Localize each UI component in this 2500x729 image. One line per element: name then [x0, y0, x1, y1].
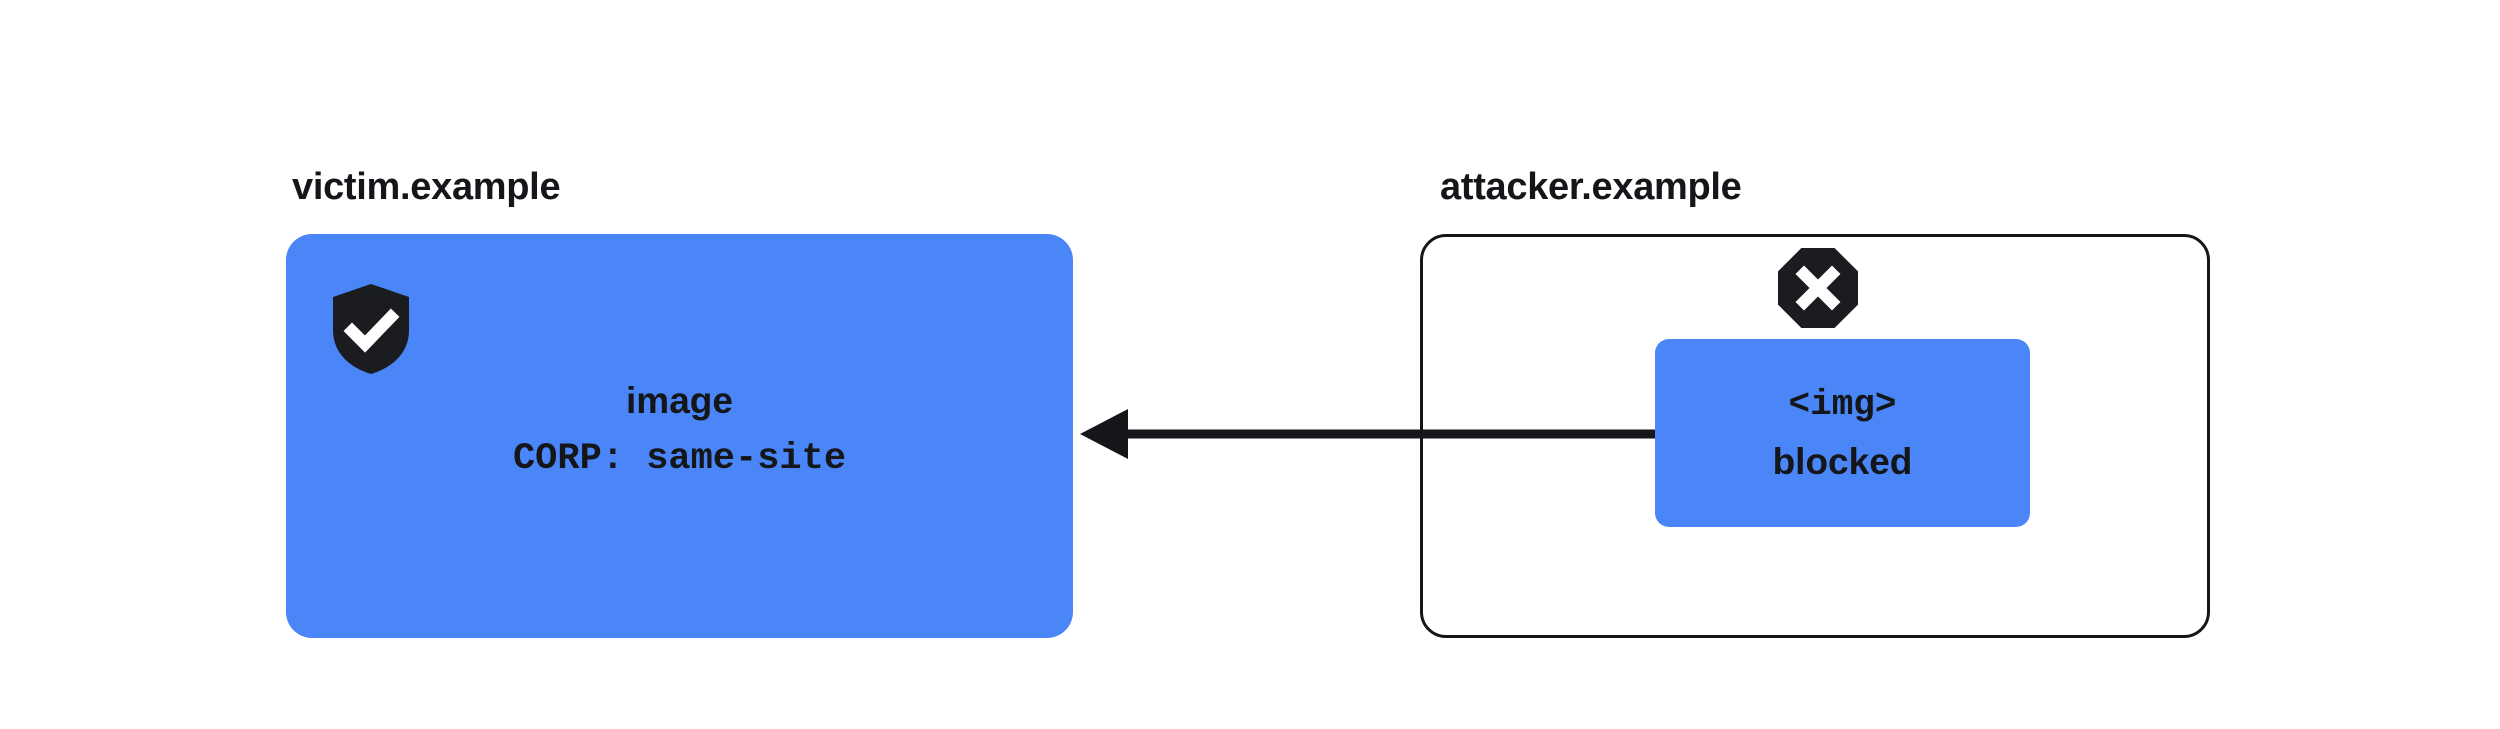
victim-origin-label: victim.example — [292, 166, 561, 208]
victim-resource-card: image CORP: same-site — [286, 234, 1073, 638]
attacker-origin-label: attacker.example — [1440, 166, 1742, 208]
attacker-request-chip: <img> blocked — [1655, 339, 2030, 527]
blocked-request-arrow — [1080, 405, 1665, 463]
stop-x-icon — [1778, 248, 1858, 328]
attacker-request-state: blocked — [1772, 440, 1913, 482]
victim-resource-header: CORP: same-site — [512, 438, 847, 480]
attacker-request-tag: <img> — [1788, 383, 1897, 425]
victim-resource-text: image CORP: same-site — [286, 382, 1073, 478]
shield-check-icon — [333, 284, 409, 374]
victim-resource-name: image — [626, 380, 733, 421]
